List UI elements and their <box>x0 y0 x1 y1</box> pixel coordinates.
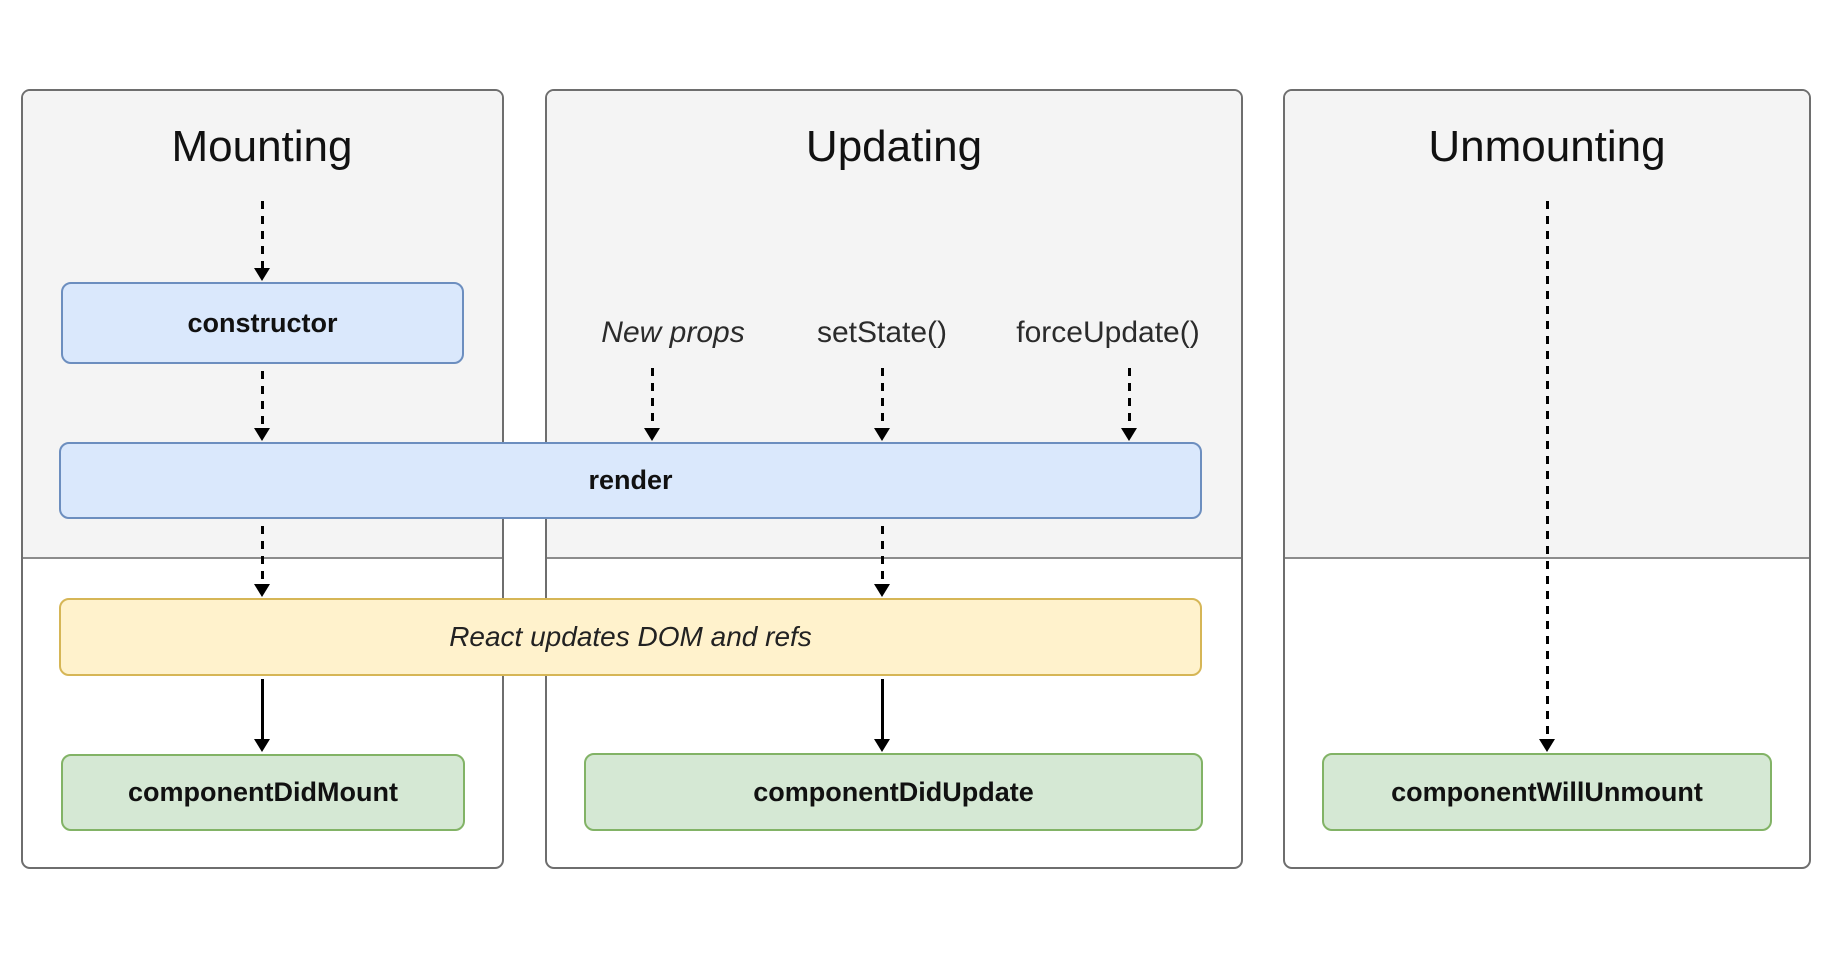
arrowhead-icon <box>874 739 890 752</box>
arrowhead-icon <box>1121 428 1137 441</box>
arrowhead-icon <box>874 428 890 441</box>
arrow-shaft <box>260 526 264 586</box>
arrowhead-icon <box>254 739 270 752</box>
arrowhead-icon <box>254 584 270 597</box>
column-title-mounting: Mounting <box>171 122 353 171</box>
arrow-shaft <box>880 526 884 586</box>
arrow-shaft <box>260 201 264 270</box>
arrowhead-icon <box>874 584 890 597</box>
column-title-updating: Updating <box>805 122 983 171</box>
arrow-shaft <box>260 679 264 741</box>
trigger-force-update: forceUpdate() <box>1016 316 1200 349</box>
arrow-shaft <box>880 368 884 430</box>
arrow-shaft <box>1545 201 1549 741</box>
arrow-shaft <box>1127 368 1131 430</box>
arrowhead-icon <box>254 268 270 281</box>
node-component-will-unmount[interactable]: componentWillUnmount <box>1322 753 1772 831</box>
node-component-did-update[interactable]: componentDidUpdate <box>584 753 1203 831</box>
arrow-shaft <box>650 368 654 430</box>
node-component-did-mount[interactable]: componentDidMount <box>61 754 465 831</box>
node-react-updates-dom-and-refs[interactable]: React updates DOM and refs <box>59 598 1202 676</box>
arrowhead-icon <box>254 428 270 441</box>
arrowhead-icon <box>1539 739 1555 752</box>
node-render[interactable]: render <box>59 442 1202 519</box>
node-constructor[interactable]: constructor <box>61 282 464 364</box>
arrow-shaft <box>880 679 884 741</box>
arrowhead-icon <box>644 428 660 441</box>
trigger-new-props: New props <box>601 316 745 349</box>
column-title-unmounting: Unmounting <box>1428 122 1666 171</box>
arrow-shaft <box>260 371 264 430</box>
trigger-set-state: setState() <box>816 316 948 349</box>
